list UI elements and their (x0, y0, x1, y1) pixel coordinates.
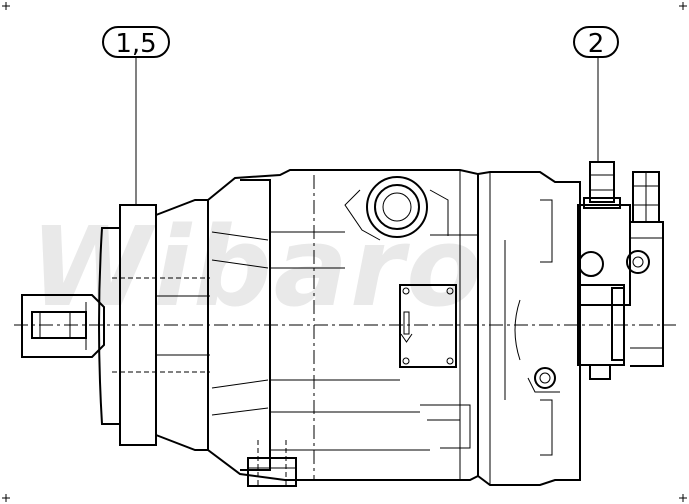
nameplate (399, 284, 457, 368)
callout-2: 2 (573, 26, 619, 162)
drive-shaft (21, 294, 105, 358)
mounting-flange (98, 199, 210, 451)
callout-2-label: 2 (588, 29, 605, 59)
port-plate (477, 171, 581, 486)
watermark: Wibaro (30, 203, 484, 331)
controller-valve (577, 161, 664, 380)
callout-1-5: 1,5 (102, 26, 170, 205)
callout-1-5-label: 1,5 (115, 29, 156, 59)
pump-housing (207, 169, 479, 487)
